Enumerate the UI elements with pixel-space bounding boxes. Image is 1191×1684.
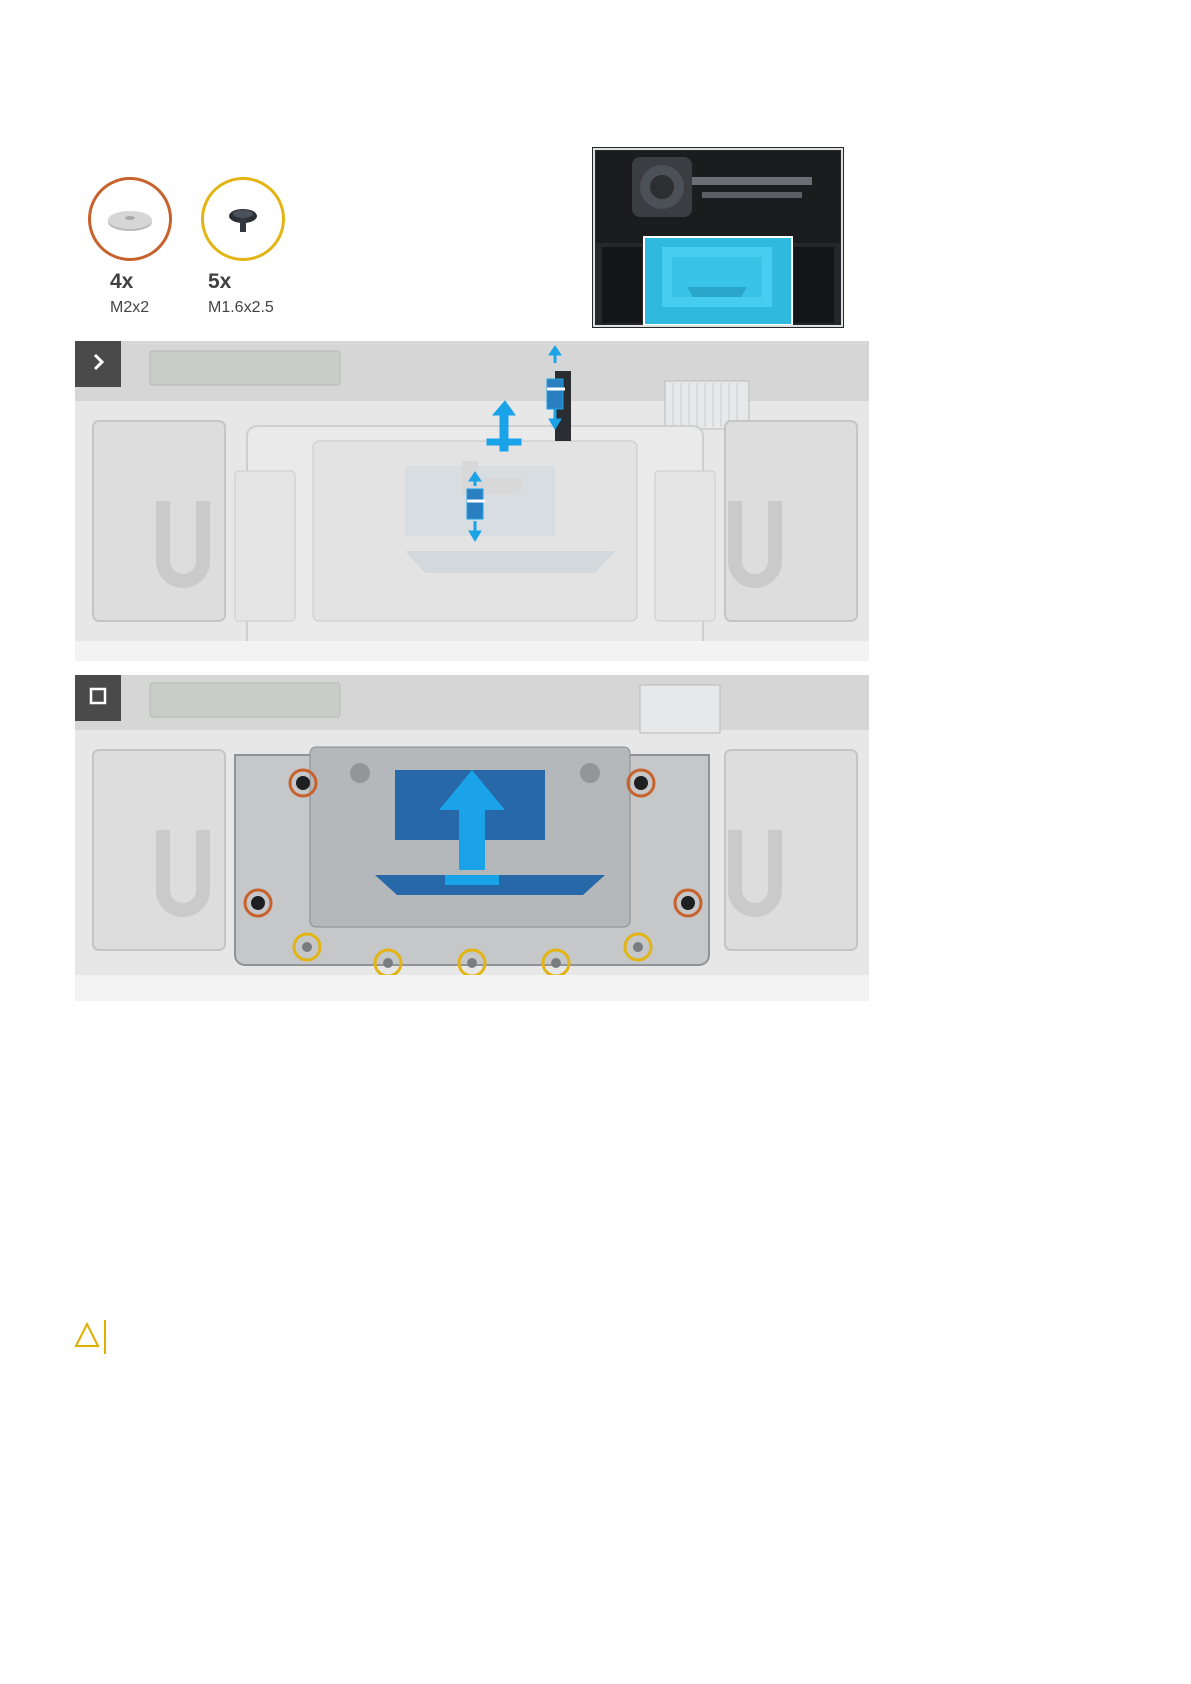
stop-square-icon (88, 686, 108, 711)
screw-count-m2x2: 4x (110, 270, 133, 294)
screw-size-m2x2: M2x2 (110, 299, 149, 317)
screw-count-m1-6x2-5: 5x (208, 270, 231, 294)
step-2-illustration (75, 675, 869, 1001)
caution-triangle-icon (74, 1318, 108, 1361)
screw-size-m1-6x2-5: M1.6x2.5 (208, 299, 274, 317)
overview-thumbnail (592, 147, 844, 328)
step-1-badge (75, 341, 121, 387)
screw-m2x2-icon (88, 177, 172, 261)
chevron-right-icon (88, 352, 108, 377)
screw-m1-6x2-5-icon (201, 177, 285, 261)
step-2-badge (75, 675, 121, 721)
step-1-illustration (75, 341, 869, 661)
